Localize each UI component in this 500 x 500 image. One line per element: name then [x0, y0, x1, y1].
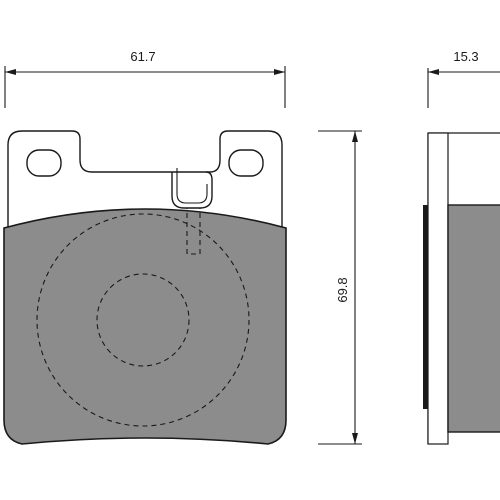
- side-view-friction-pad: [447, 204, 500, 433]
- height-arrow-bottom: [352, 433, 358, 444]
- height-dimension-label: 69.8: [335, 277, 350, 302]
- width-arrow-left: [5, 69, 16, 75]
- thickness-dimension-label: 15.3: [453, 49, 478, 64]
- height-arrow-top: [352, 131, 358, 142]
- mounting-hole-right: [228, 149, 264, 177]
- thickness-arrow-left: [428, 69, 439, 75]
- width-dimension-label: 61.7: [130, 49, 155, 64]
- wear-sensor-clip-inner: [176, 168, 208, 204]
- mounting-hole-left: [26, 149, 62, 177]
- friction-pad: [3, 208, 287, 445]
- wear-sensor-slot: [186, 207, 201, 255]
- piston-outline-outer: [36, 213, 250, 427]
- width-arrow-right: [274, 69, 285, 75]
- piston-outline-inner: [96, 273, 190, 367]
- wear-sensor-clip: [171, 171, 213, 209]
- side-view-backing-plate: [427, 132, 449, 445]
- side-view-shim: [423, 205, 428, 409]
